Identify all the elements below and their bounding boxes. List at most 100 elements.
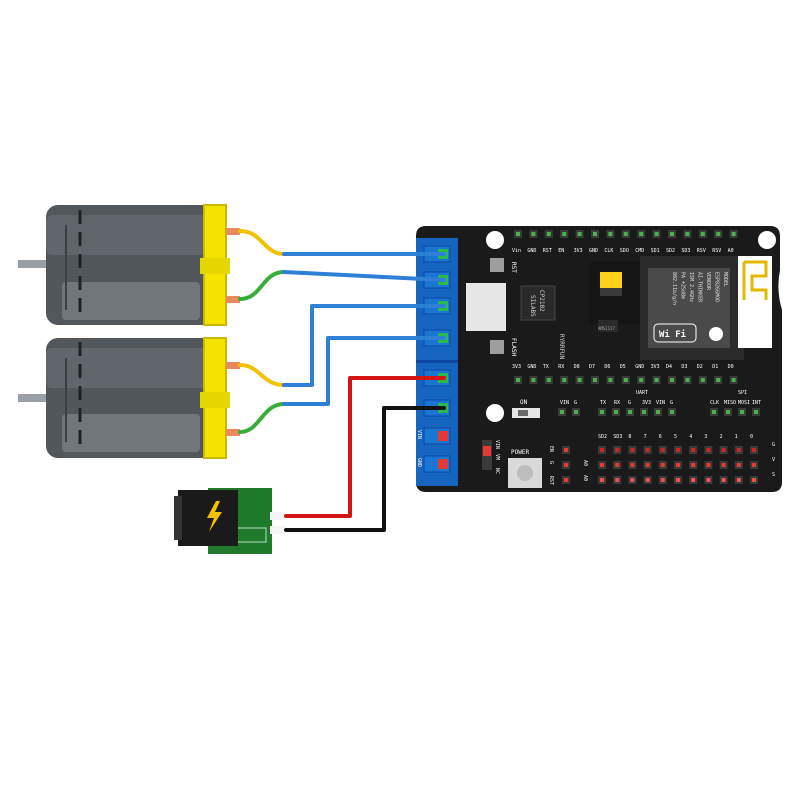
- flash-button[interactable]: [490, 340, 504, 354]
- pin-label: 7: [644, 434, 647, 440]
- pin-label: INT: [752, 400, 761, 406]
- maker-label: RYRRFUN: [558, 334, 565, 360]
- pin-label: D3: [681, 364, 687, 370]
- pin-label: NC: [494, 468, 500, 474]
- pin-label: RX: [558, 364, 564, 370]
- pin-label: 4: [689, 434, 692, 440]
- motor-driver-board: RST FLASH SILABS CP2102 RYRRFUN AMS1117 …: [416, 226, 782, 492]
- pin-label: 3: [704, 434, 707, 440]
- flash-label: FLASH: [510, 338, 517, 356]
- pin-label: SD1: [651, 248, 660, 254]
- pin-label: RST: [548, 476, 554, 485]
- jack-pin-positive: [270, 512, 286, 520]
- cp2102-chip: [520, 285, 556, 321]
- wire-yellow-m1: [238, 229, 286, 256]
- wire-yellow-m2: [238, 363, 286, 387]
- wire-green-m2: [238, 402, 286, 434]
- wire-black-ground: [284, 406, 446, 532]
- motor-2-terminal-b: [226, 429, 240, 436]
- pin-label: SPI: [738, 390, 747, 396]
- pin-label: VIN: [416, 430, 422, 439]
- pin-label: SD2: [666, 248, 675, 254]
- pin-label: GND: [416, 458, 422, 467]
- pin-label: SD3: [681, 248, 690, 254]
- pin-label: GND: [589, 248, 598, 254]
- terminal-screw[interactable]: [438, 431, 448, 441]
- wires: [238, 229, 446, 532]
- pin-label: Vin: [512, 248, 521, 254]
- mount-hole: [486, 231, 504, 249]
- pin-label: RST: [543, 248, 552, 254]
- pin-label: VIN: [560, 400, 569, 406]
- pin-label: D0: [728, 364, 734, 370]
- pin-label: MOSI: [738, 400, 750, 406]
- usb-port[interactable]: [466, 283, 506, 331]
- pin-label: G: [628, 400, 631, 406]
- motor-2-shaft: [18, 394, 52, 402]
- pin-label: 1: [735, 434, 738, 440]
- pin-label: 3V3: [642, 400, 651, 406]
- dc-motor-1: [18, 204, 240, 326]
- chip-model: CP2102: [538, 290, 545, 312]
- pin-label: D4: [666, 364, 672, 370]
- pin-label: SD2: [598, 434, 607, 440]
- motor-1-shaft: [18, 260, 52, 268]
- pin-label: VM: [494, 454, 500, 460]
- pin-label: 3V3: [651, 364, 660, 370]
- pin-label: SDO: [620, 248, 629, 254]
- pin-label: RX: [614, 400, 620, 406]
- wire-green-m1: [238, 270, 286, 301]
- mount-hole: [758, 231, 776, 249]
- wire-blue-m2b: [282, 336, 446, 406]
- pin-label: UART: [636, 390, 648, 396]
- wire-blue-m1b: [282, 270, 446, 282]
- pin-label: SD3: [613, 434, 622, 440]
- wire-red-power: [284, 376, 446, 518]
- pin-label: EN: [548, 446, 554, 452]
- pin-label: D7: [589, 364, 595, 370]
- pin-label: G: [772, 442, 775, 448]
- mount-hole: [486, 404, 504, 422]
- pin-label: G: [670, 400, 673, 406]
- pin-label: A0: [728, 248, 734, 254]
- pin-label: S: [772, 472, 775, 478]
- power-bolt-icon: [207, 501, 222, 532]
- pin-label: VIN: [494, 440, 500, 449]
- pin-label: CLK: [604, 248, 613, 254]
- module-text-line: PA +25dBm: [680, 272, 686, 299]
- dc-motor-2: [18, 337, 240, 459]
- rst-button[interactable]: [490, 258, 504, 272]
- chip-brand: SILABS: [529, 295, 536, 317]
- pin-label: G: [574, 400, 577, 406]
- pin-label: GND: [527, 364, 536, 370]
- motor-1-terminal-b: [226, 296, 240, 303]
- motor-1-terminal-a: [226, 228, 240, 235]
- terminal-screw[interactable]: [438, 459, 448, 469]
- pin-label: A0: [582, 475, 588, 481]
- wire-blue-m2a: [282, 304, 446, 387]
- pin-label: 3V3: [574, 248, 583, 254]
- module-code: AMS1117: [598, 326, 615, 331]
- pin-label: 8: [628, 434, 631, 440]
- pin-label: 6: [659, 434, 662, 440]
- pin-label: 0: [750, 434, 753, 440]
- pin-label: GND: [635, 364, 644, 370]
- vendor-logo: [709, 327, 723, 341]
- rst-label: RST: [510, 262, 517, 273]
- on-label: ON: [520, 399, 528, 406]
- dc-power-jack: [174, 488, 286, 554]
- jack-pin-negative: [270, 526, 286, 534]
- pin-label: D8: [574, 364, 580, 370]
- pin-label: TX: [600, 400, 606, 406]
- pin-label: EN: [558, 248, 564, 254]
- pin-label: TX: [543, 364, 549, 370]
- pin-label: RSV: [697, 248, 706, 254]
- pin-label: 3V3: [512, 364, 521, 370]
- pin-label: RSV: [712, 248, 721, 254]
- module-text-line: ISM 2.4GHz: [688, 272, 694, 302]
- pin-label: D2: [697, 364, 703, 370]
- pin-label: G: [548, 461, 554, 464]
- pin-label: CLK: [710, 400, 719, 406]
